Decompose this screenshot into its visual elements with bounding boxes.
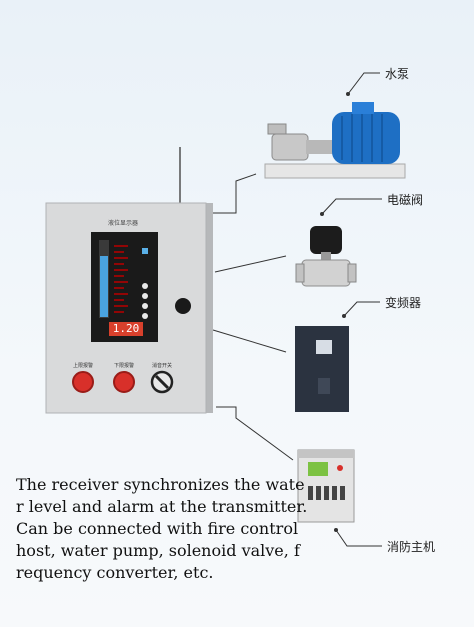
firehost-indicator [337,465,343,471]
valve-stem [321,252,331,262]
display-key-4 [142,313,148,319]
silence-switch-label: 消音开关 [152,363,173,369]
valve-port-left [295,263,305,283]
display-keys [142,283,148,319]
connector-valve [214,255,287,273]
valve-illustration [295,226,357,287]
motor-fins [341,114,383,162]
firehost-label: 消防主机 [387,540,436,554]
caption-line: requency converter, etc. [16,563,214,582]
pointer-dot-pump [346,92,350,96]
level-readout: 1.20 [109,322,143,336]
display-key-2 [142,293,148,299]
caption-line: Can be connected with fire control [16,519,299,538]
firehost-illustration [297,449,355,523]
pump-terminal-box [352,102,374,114]
caption-text: The receiver synchronizes the wate r lev… [16,474,316,584]
upper-alarm-lamp [72,371,94,393]
firehost-keys [308,486,345,500]
control-box-illustration [45,202,213,414]
pointer-valve [321,198,382,215]
level-scale-ticks [114,245,128,313]
display-key-3 [142,303,148,309]
lower-alarm-label: 下限报警 [114,363,135,369]
control-box-side [203,203,213,413]
display-key-1 [142,283,148,289]
pointer-firehost [335,529,382,547]
connector-converter [212,329,287,353]
connector-lines [212,72,382,547]
firehost-header [298,450,354,458]
level-bar-fill [100,256,108,317]
converter-logo-strip [318,378,330,394]
pump-base [264,163,406,179]
pointer-pump [347,72,380,95]
pump-outlet [267,123,287,135]
firehost-screen [308,462,328,476]
pump-shaft [306,140,336,154]
converter-label: 变频器 [385,296,422,310]
pointer-dot-valve [320,212,324,216]
converter-illustration [295,326,349,412]
valve-label: 电磁阀 [387,193,424,207]
pointer-dot-converter [342,314,346,318]
sensor-hole [175,298,191,314]
pointer-dot-firehost [334,528,338,532]
pointer-converter [343,301,380,317]
pump-illustration [264,102,406,179]
pump-head [271,133,309,161]
caption-line: host, water pump, solenoid valve, f [16,541,300,560]
pointer-dots [320,92,350,532]
pump-label: 水泵 [385,67,410,81]
caption-line: r level and alarm at the transmitter. [16,497,308,516]
lower-alarm-lamp [113,371,135,393]
converter-panel [316,340,332,354]
display-indicator [142,248,148,254]
valve-coil [310,226,342,254]
caption-line: The receiver synchronizes the wate [16,475,305,494]
control-box-title: 液位显示器 [108,220,139,227]
valve-body [301,259,351,287]
silence-switch-lever [154,374,170,390]
valve-port-right [347,263,357,283]
converter-body [295,326,349,412]
connector-firehost [216,406,294,461]
connector-pump [213,173,257,214]
upper-alarm-label: 上限报警 [73,363,94,369]
